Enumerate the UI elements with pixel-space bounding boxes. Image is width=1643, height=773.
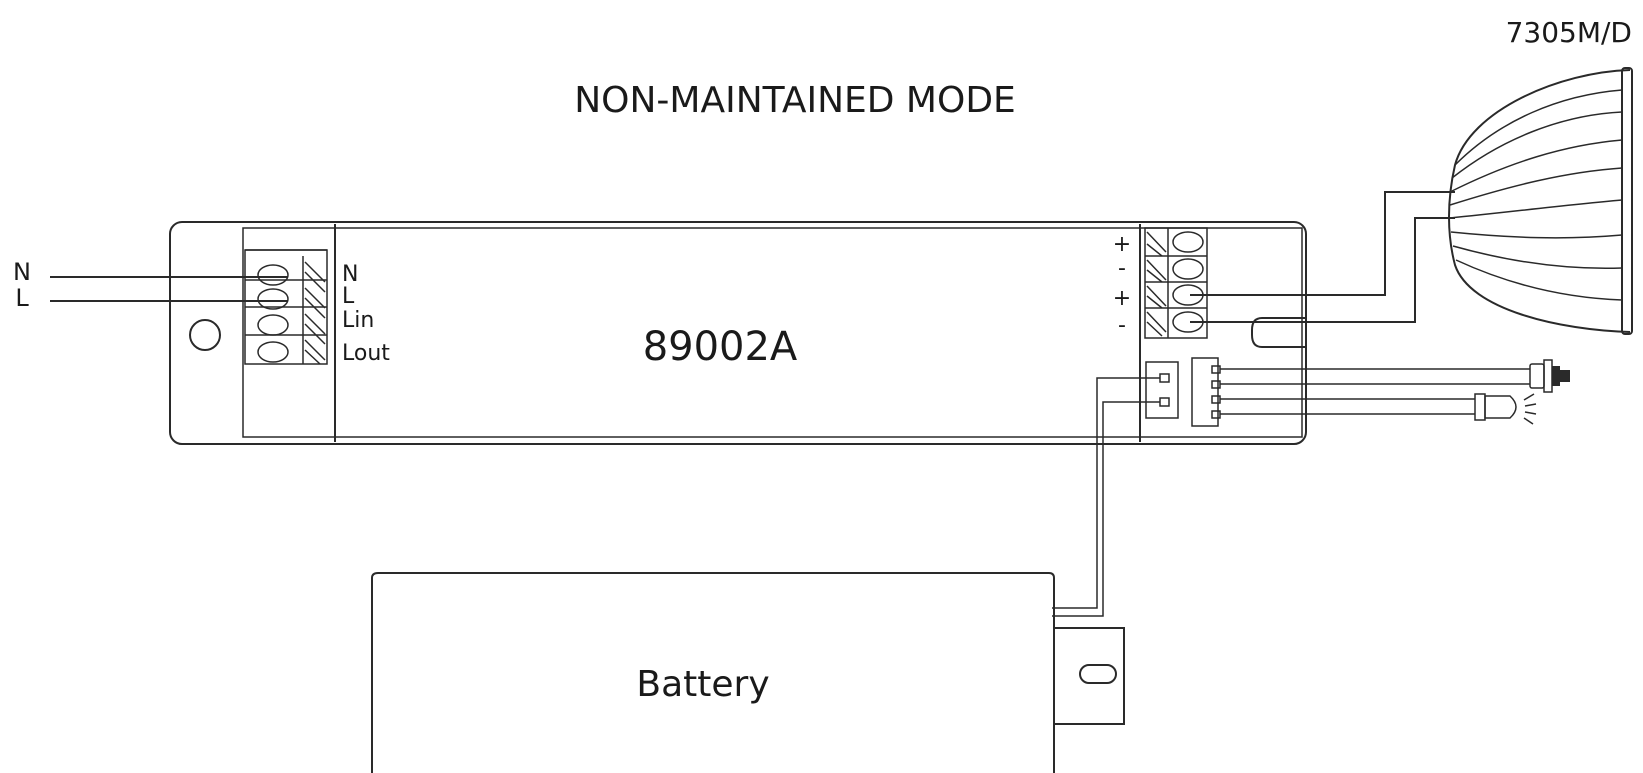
input-terminal-block: N L Lin Lout xyxy=(244,249,390,366)
terminal-screw-lout xyxy=(257,341,289,363)
terminal-label-lout: Lout xyxy=(342,341,390,366)
emergency-module: 89002A xyxy=(169,221,1307,445)
terminal-label-l: L xyxy=(342,284,355,309)
output-screw-2 xyxy=(1172,258,1204,280)
fixture-wire-positive xyxy=(1190,191,1455,296)
battery-mounting-bracket xyxy=(1053,627,1125,725)
battery-wire-2 xyxy=(1052,401,1160,617)
polarity-label-1: + xyxy=(1113,232,1131,257)
module-inner-frame xyxy=(242,227,1303,438)
output-terminal-block: + - + - xyxy=(1113,227,1208,339)
mounting-hole xyxy=(189,319,221,351)
fixture-wire-negative xyxy=(1190,217,1455,323)
lamp-fins xyxy=(1449,89,1623,301)
battery-pack: Battery xyxy=(371,572,1125,773)
fixture-model-label: 7305M/D xyxy=(1506,16,1632,49)
battery-bracket-slot xyxy=(1079,664,1117,684)
output-terminal-hatch xyxy=(1146,231,1167,337)
output-terminal-frame xyxy=(1144,227,1208,339)
polarity-label-4: - xyxy=(1118,313,1126,338)
polarity-label-2: - xyxy=(1118,256,1126,281)
module-housing xyxy=(169,221,1307,445)
battery-body xyxy=(371,572,1055,773)
output-screw-1 xyxy=(1172,231,1204,253)
battery-label: Battery xyxy=(636,664,769,705)
test-button-icon xyxy=(1529,359,1570,393)
module-model-label: 89002A xyxy=(643,324,798,370)
battery-wire-1 xyxy=(1052,377,1160,609)
lamp-rim xyxy=(1621,67,1633,335)
indicator-led-icon xyxy=(1474,393,1537,425)
module-notch xyxy=(1251,317,1306,348)
mains-label-l: L xyxy=(15,284,29,312)
diagram-title: NON-MAINTAINED MODE xyxy=(574,80,1016,121)
terminal-screw-l xyxy=(257,288,289,310)
polarity-label-3: + xyxy=(1113,286,1131,311)
mains-label-n: N xyxy=(13,258,31,286)
battery-connector xyxy=(1052,361,1179,617)
terminal-label-n: N xyxy=(342,262,358,287)
terminal-screw-lin xyxy=(257,314,289,336)
lamp-dome xyxy=(1448,69,1631,333)
indicator-connector-body xyxy=(1191,357,1219,427)
fixture-lamp xyxy=(1448,67,1633,335)
terminal-label-lin: Lin xyxy=(342,308,374,333)
battery-connector-body xyxy=(1145,361,1179,419)
terminal-screw-n xyxy=(257,264,289,286)
indicator-connector xyxy=(1191,357,1530,427)
input-terminal-hatch xyxy=(304,261,326,365)
